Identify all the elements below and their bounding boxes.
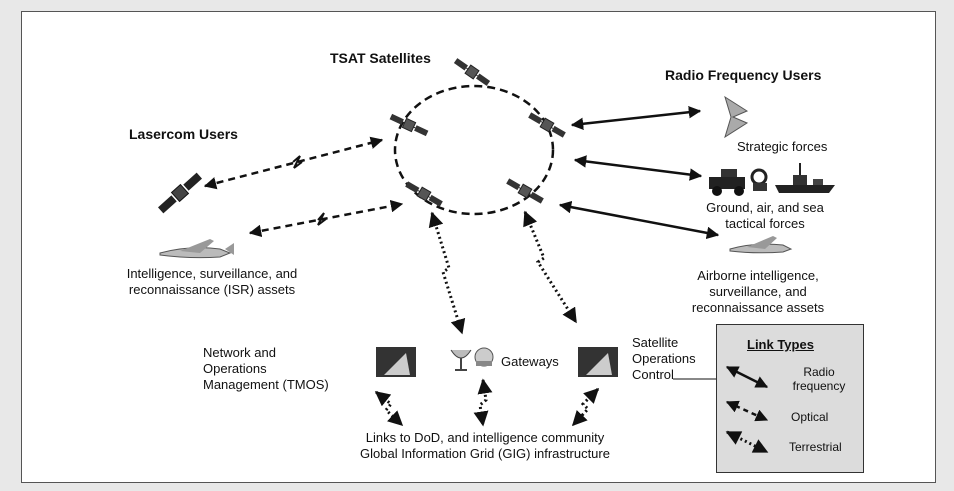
legend-label-line: Radio <box>803 365 835 379</box>
lightning-mark <box>317 212 327 226</box>
node-label-line: tactical forces <box>725 216 805 231</box>
optical-link <box>203 136 384 190</box>
node-label-line: Intelligence, surveillance, and <box>126 266 298 281</box>
diagram-title: TSAT Satellites <box>330 50 431 66</box>
node-label-line: reconnaissance (ISR) assets <box>128 282 296 297</box>
optical-link <box>248 199 404 238</box>
node-label-strategic: Strategic forces <box>737 139 828 154</box>
lightning-mark <box>292 155 303 169</box>
uav-icon <box>729 236 793 254</box>
node-label-line: Network and <box>203 345 276 360</box>
node-label-airborne: Airborne intelligence, surveillance, and… <box>673 268 843 316</box>
legend-label-optical: Optical <box>791 410 829 424</box>
node-label-tmos: Network and Operations Management (TMOS) <box>203 345 329 393</box>
satellite-icon <box>388 111 430 139</box>
satellite-icon <box>403 179 445 209</box>
node-label-line: Operations <box>203 361 267 376</box>
node-label-gateways: Gateways <box>501 354 559 369</box>
terrestrial-link <box>473 378 493 427</box>
ship-icon <box>775 163 835 193</box>
legend-swatch-radio <box>725 365 769 389</box>
node-label-line: Ground, air, and sea <box>706 200 824 215</box>
laser-satellite-icon <box>158 172 202 214</box>
satellite-icon <box>504 176 546 206</box>
vehicles-icon <box>709 168 768 196</box>
node-label-line: Management (TMOS) <box>203 377 329 392</box>
terrestrial-link <box>571 387 600 427</box>
node-label-line: Airborne intelligence, <box>697 268 819 283</box>
control-building-icon <box>376 347 416 377</box>
node-label-gig: Links to DoD, and intelligence community… <box>345 430 625 462</box>
legend-swatch-terrestrial <box>725 430 769 454</box>
bomber-aircraft-icon <box>724 95 749 139</box>
terrestrial-link <box>428 211 466 335</box>
legend: Link Types Radio frequency Optical Terre… <box>716 324 864 473</box>
legend-label-terrestrial: Terrestrial <box>789 440 842 454</box>
radio-link <box>570 106 702 130</box>
node-label-line: Control <box>632 367 674 382</box>
node-label-line: Operations <box>632 351 696 366</box>
node-label-line: surveillance, and <box>709 284 807 299</box>
node-label-line: Satellite <box>632 335 679 350</box>
node-label-soc: Satellite Operations Control <box>632 335 696 383</box>
legend-label-line: frequency <box>792 379 846 393</box>
node-label-isr: Intelligence, surveillance, and reconnai… <box>112 266 312 298</box>
radome-icon <box>474 347 494 367</box>
control-building-icon <box>578 347 618 377</box>
node-label-line: Links to DoD, and intelligence community <box>365 430 605 445</box>
legend-swatch-optical <box>725 400 769 422</box>
radio-link <box>558 200 720 240</box>
satellite-icon <box>452 55 492 89</box>
dish-antenna-icon <box>450 349 472 371</box>
satellite-icon <box>526 110 568 140</box>
node-label-line: Global Information Grid (GIG) infrastruc… <box>360 446 610 461</box>
legend-label-radio: Radio frequency <box>789 365 849 393</box>
node-label-line: reconnaissance assets <box>691 300 825 315</box>
legend-swatches <box>725 365 769 454</box>
terrestrial-link <box>523 210 578 324</box>
legend-title: Link Types <box>747 337 814 352</box>
uav-icon <box>159 239 234 259</box>
node-label-ground: Ground, air, and sea tactical forces <box>697 200 833 232</box>
radio-link <box>573 155 703 181</box>
terrestrial-link <box>374 390 404 427</box>
group-label-radio: Radio Frequency Users <box>665 67 822 83</box>
satellite-ring <box>393 84 555 216</box>
group-label-lasercom: Lasercom Users <box>129 126 238 142</box>
